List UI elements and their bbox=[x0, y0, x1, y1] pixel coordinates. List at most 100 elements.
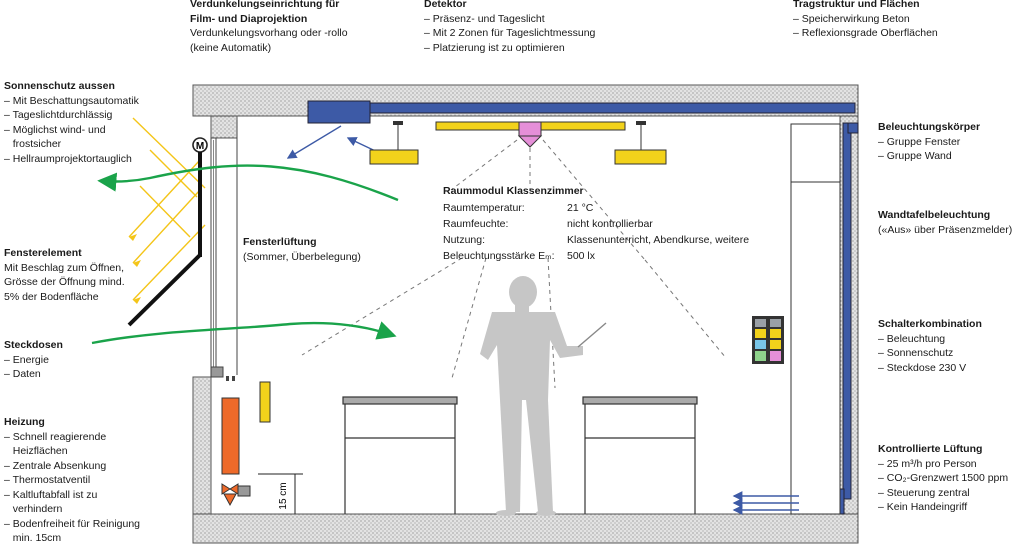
label-line: – Kaltluftabfall ist zu bbox=[4, 488, 98, 501]
label-tragstruktur: Tragstruktur und Flächen – Speicherwirku… bbox=[793, 0, 938, 41]
label-title: Schalterkombination bbox=[878, 318, 982, 330]
label-line: – Steuerung zentral bbox=[878, 486, 970, 499]
supply-duct-box bbox=[307, 100, 371, 124]
label-line: – Kein Handeingriff bbox=[878, 501, 968, 513]
label-line: – Möglichst wind- und bbox=[4, 123, 106, 136]
table-row: Nutzung: Klassenunterricht, Abendkurse, w… bbox=[443, 232, 749, 248]
table-row: Raumfeuchte: nicht kontrollierbar bbox=[443, 216, 749, 232]
wall-duct bbox=[842, 122, 852, 500]
label-lueftung: Kontrollierte Lüftung – 25 m³/h pro Pers… bbox=[878, 442, 1008, 515]
pointer-stick bbox=[577, 322, 607, 348]
label-title: Heizung bbox=[4, 416, 45, 428]
wall-duct-head bbox=[847, 122, 859, 134]
room-title: Raummodul Klassenzimmer bbox=[443, 185, 584, 197]
label-schalter: Schalterkombination – Beleuchtung – Sonn… bbox=[878, 317, 982, 375]
label-line: – Sonnenschutz bbox=[878, 347, 954, 359]
lintel bbox=[210, 115, 238, 139]
label-title: Beleuchtungskörper bbox=[878, 121, 981, 133]
teacher-figure bbox=[480, 276, 583, 516]
presence-detector bbox=[517, 121, 543, 148]
label-detektor: Detektor – Präsenz- und Tageslicht – Mit… bbox=[424, 0, 595, 55]
label-line: – Zentrale Absenkung bbox=[4, 459, 107, 472]
label-line: – Daten bbox=[4, 368, 41, 380]
label-title: Fensterelement bbox=[4, 247, 82, 259]
label-heizung: Heizung – Schnell reagierende Heizfläche… bbox=[4, 415, 140, 546]
label-line: Grösse der Öffnung mind. bbox=[4, 276, 125, 288]
label-title: Fensterlüftung bbox=[243, 236, 317, 248]
label-line: (keine Automatik) bbox=[190, 41, 272, 54]
floor-clearance-dimension bbox=[258, 473, 303, 514]
param-key: Nutzung: bbox=[443, 234, 486, 246]
table-row: Raumtemperatur: 21 °C bbox=[443, 200, 749, 216]
heater bbox=[221, 397, 240, 475]
room-info-table: Raummodul Klassenzimmer Raumtemperatur: 2… bbox=[443, 183, 749, 264]
label-fensterlueftung: Fensterlüftung (Sommer, Überbelegung) bbox=[243, 235, 361, 264]
label-line: – Platzierung ist zu optimieren bbox=[424, 41, 565, 54]
label-verdunkelung: Verdunkelungseinrichtung für Film- und D… bbox=[190, 0, 348, 55]
label-line: – Steckdose 230 V bbox=[878, 361, 967, 374]
param-value: Klassenunterricht, Abendkurse, weitere bbox=[567, 234, 750, 246]
label-line: – Hellraumprojektortauglich bbox=[4, 152, 132, 165]
dimension-label: 15 cm bbox=[278, 482, 289, 509]
label-sonnenschutz: Sonnenschutz aussen – Mit Beschattungsau… bbox=[4, 79, 139, 166]
param-key: Raumfeuchte: bbox=[443, 218, 509, 230]
label-line: – 25 m³/h pro Person bbox=[878, 457, 977, 470]
param-key: Beleuchtungsstärke Eₘ: bbox=[443, 250, 555, 262]
room-parameters: Raumtemperatur: 21 °C Raumfeuchte: nicht k… bbox=[443, 200, 749, 264]
label-fensterelement: Fensterelement Mit Beschlag zum Öffnen, … bbox=[4, 246, 125, 304]
blind-arm bbox=[127, 253, 202, 327]
label-line: – Mit 2 Zonen für Tageslichtmessung bbox=[424, 27, 596, 39]
label-line: – Gruppe Fenster bbox=[878, 135, 961, 148]
desk-left bbox=[342, 396, 458, 514]
label-title: Verdunkelungseinrichtung für Film- und D… bbox=[190, 0, 340, 25]
airflow-in-arrow bbox=[91, 321, 397, 345]
label-line: – Reflexionsgrade Oberflächen bbox=[793, 27, 938, 39]
label-line: – Bodenfreiheit für Reinigung bbox=[4, 517, 141, 530]
label-line: – Tageslichtdurchlässig bbox=[4, 109, 113, 121]
label-wandtafel: Wandtafelbeleuchtung («Aus» über Präsenz… bbox=[878, 208, 1012, 237]
label-line: – Speicherwirkung Beton bbox=[793, 12, 910, 25]
param-key: Raumtemperatur: bbox=[443, 202, 525, 214]
label-line: Verdunkelungsvorhang oder -rollo bbox=[190, 27, 348, 39]
lamp-window bbox=[369, 121, 419, 165]
table-row: Beleuchtungsstärke Eₘ: 500 lx bbox=[443, 248, 749, 264]
label-line: – Mit Beschattungsautomatik bbox=[4, 94, 139, 107]
motor-symbol: M bbox=[196, 141, 204, 152]
thermostat-valve-icon bbox=[221, 483, 251, 507]
floor-slab bbox=[192, 513, 859, 544]
label-line: («Aus» über Präsenzmelder) bbox=[878, 223, 1013, 236]
label-line: (Sommer, Überbelegung) bbox=[243, 250, 361, 263]
label-line: – CO₂-Grenzwert 1500 ppm bbox=[878, 472, 1009, 484]
sun-ray-arrowheads bbox=[129, 234, 141, 304]
supply-air-arrow bbox=[286, 125, 342, 159]
airflow-out-arrow bbox=[97, 164, 399, 202]
label-line: Heizflächen bbox=[4, 445, 68, 457]
label-title: Sonnenschutz aussen bbox=[4, 80, 115, 92]
label-line: – Präsenz- und Tageslicht bbox=[424, 12, 545, 25]
param-value: nicht kontrollierbar bbox=[567, 218, 653, 230]
lamp-wall bbox=[614, 121, 667, 165]
board-panel bbox=[790, 123, 841, 515]
socket-outlet bbox=[259, 381, 271, 423]
label-title: Tragstruktur und Flächen bbox=[793, 0, 920, 10]
label-title: Steckdosen bbox=[4, 339, 63, 351]
label-line: – Energie bbox=[4, 353, 49, 366]
param-value: 21 °C bbox=[567, 202, 594, 214]
label-line: frostsicher bbox=[4, 138, 62, 150]
label-title: Detektor bbox=[424, 0, 467, 10]
label-line: 5% der Bodenfläche bbox=[4, 290, 99, 303]
label-line: verhindern bbox=[4, 503, 63, 515]
label-line: – Gruppe Wand bbox=[878, 150, 952, 162]
label-title: Wandtafelbeleuchtung bbox=[878, 209, 991, 221]
label-title: Kontrollierte Lüftung bbox=[878, 443, 983, 455]
ceiling-duct bbox=[369, 102, 856, 114]
label-steckdosen: Steckdosen – Energie – Daten bbox=[4, 338, 63, 382]
sun-rays bbox=[128, 117, 206, 301]
label-beleuchtungskoerper: Beleuchtungskörper – Gruppe Fenster – Gr… bbox=[878, 120, 980, 164]
label-line: – Beleuchtung bbox=[878, 332, 946, 345]
desk-right bbox=[582, 396, 698, 514]
switch-panel bbox=[752, 316, 784, 364]
window-sill bbox=[210, 366, 224, 378]
param-value: 500 lx bbox=[567, 250, 596, 262]
